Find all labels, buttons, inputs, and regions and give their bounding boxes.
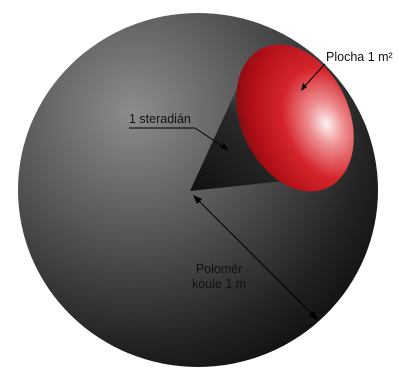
radius-label: Poloměr koule 1 m (192, 262, 246, 292)
steradian-label: 1 steradián (129, 112, 191, 127)
radius-label-line1: Poloměr (192, 262, 246, 277)
radius-label-line2: koule 1 m (192, 277, 246, 292)
area-label: Plocha 1 m² (326, 50, 393, 65)
